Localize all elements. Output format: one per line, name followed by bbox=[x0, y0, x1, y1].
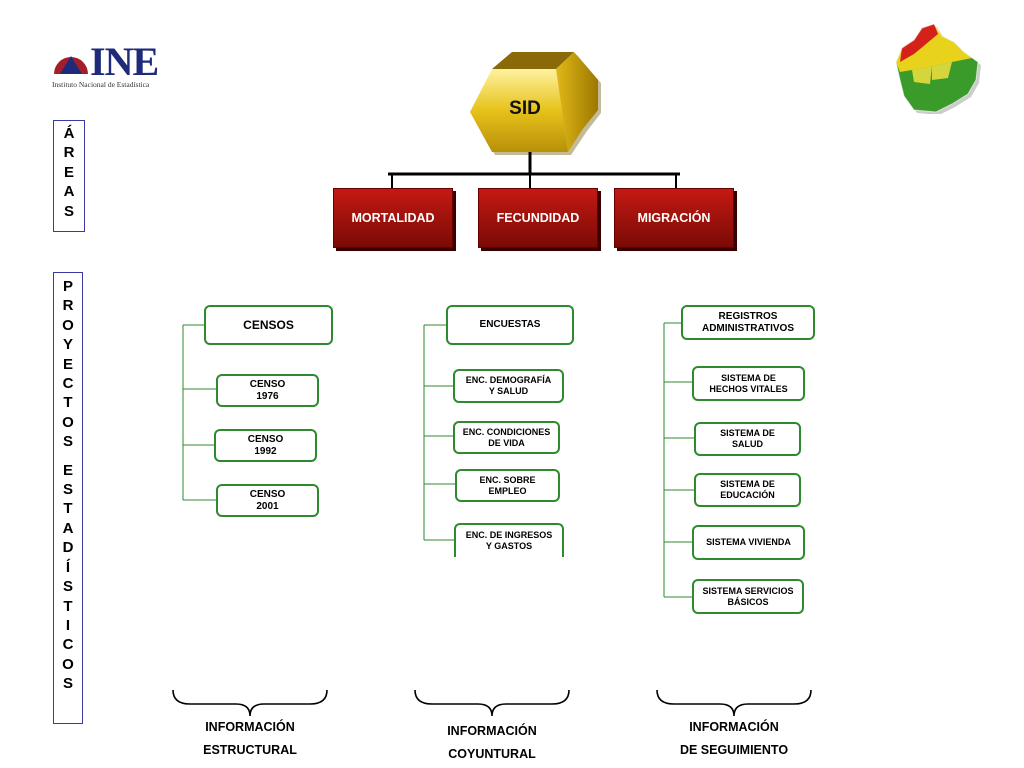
node-label-line2: EMPLEO bbox=[488, 485, 527, 496]
node-label-line1: ENC. DEMOGRAFÍA bbox=[465, 375, 552, 385]
node-label-line1: CENSO bbox=[249, 488, 286, 500]
sistema-servicios-node[interactable]: SISTEMA SERVICIOS BÁSICOS bbox=[692, 579, 804, 614]
proyectos-letter: Y bbox=[62, 336, 73, 354]
proyectos-letter: S bbox=[62, 578, 73, 596]
sid-node-shape bbox=[470, 52, 601, 155]
footer-coyuntural: INFORMACIÓN COYUNTURAL bbox=[392, 720, 592, 766]
censos-header-label: CENSOS bbox=[243, 318, 294, 332]
node-label-line2: EDUCACIÓN bbox=[720, 490, 775, 500]
area-mortalidad[interactable]: MORTALIDAD bbox=[333, 188, 453, 248]
proyectos-letter: O bbox=[62, 413, 74, 431]
sistema-hechos-vitales-node[interactable]: SISTEMA DE HECHOS VITALES bbox=[692, 366, 805, 401]
proyectos-letter: P bbox=[62, 278, 73, 295]
censo-2001-node[interactable]: CENSO 2001 bbox=[216, 484, 319, 517]
node-label-line1: SISTEMA SERVICIOS bbox=[702, 585, 794, 596]
footer-seguimiento: INFORMACIÓN DE SEGUIMIENTO bbox=[634, 716, 834, 762]
proyectos-letter: E bbox=[62, 461, 73, 479]
node-label-line1: SISTEMA DE bbox=[720, 428, 775, 438]
proyectos-letter: R bbox=[62, 297, 74, 315]
proyectos-letter: T bbox=[63, 394, 73, 412]
braces bbox=[172, 689, 812, 717]
proyectos-letter: Í bbox=[65, 558, 71, 576]
proyectos-letter: E bbox=[62, 355, 73, 373]
encuestas-header[interactable]: ENCUESTAS bbox=[446, 305, 574, 345]
node-label-line1: ENC. CONDICIONES bbox=[462, 426, 551, 437]
censo-1976-node[interactable]: CENSO 1976 bbox=[216, 374, 319, 407]
areas-letter: R bbox=[63, 144, 75, 162]
proyectos-letter: O bbox=[62, 316, 74, 334]
sistema-vivienda-node[interactable]: SISTEMA VIVIENDA bbox=[692, 525, 805, 560]
footer-line1: INFORMACIÓN bbox=[447, 724, 537, 738]
footer-line2: DE SEGUIMIENTO bbox=[679, 743, 789, 757]
node-label-line2: Y GASTOS bbox=[485, 541, 533, 551]
footer-line2: ESTRUCTURAL bbox=[203, 743, 297, 757]
proyectos-letter: C bbox=[62, 375, 74, 393]
proyectos-letter: T bbox=[63, 500, 73, 518]
node-label-line1: SISTEMA DE bbox=[720, 479, 775, 489]
enc-condiciones-node[interactable]: ENC. CONDICIONES DE VIDA bbox=[453, 421, 560, 454]
sistema-salud-node[interactable]: SISTEMA DE SALUD bbox=[694, 422, 801, 456]
bolivia-map-icon bbox=[895, 23, 981, 114]
proyectos-letter: A bbox=[62, 519, 74, 537]
node-label-line1: SISTEMA DE bbox=[721, 372, 776, 383]
sid-root-label: SID bbox=[509, 98, 541, 119]
ine-logo: INE Instituto Nacional de Estadística bbox=[52, 39, 162, 96]
node-label-line1: ENC. SOBRE bbox=[479, 474, 536, 485]
proyectos-letter: S bbox=[62, 675, 73, 693]
node-label-line1: ENC. DE INGRESOS bbox=[465, 530, 553, 540]
proyectos-letter: C bbox=[62, 636, 74, 654]
censo-1992-node[interactable]: CENSO 1992 bbox=[214, 429, 317, 462]
proyectos-letter: O bbox=[62, 655, 74, 673]
node-label-line2: BÁSICOS bbox=[727, 596, 769, 607]
areas-letter: A bbox=[63, 183, 75, 201]
logo-subtitle: Instituto Nacional de Estadística bbox=[52, 80, 150, 89]
node-label-line2: DE VIDA bbox=[488, 437, 525, 448]
header-label-line2: ADMINISTRATIVOS bbox=[701, 322, 795, 334]
proyectos-letter: I bbox=[65, 616, 71, 634]
logo-text: INE bbox=[90, 39, 159, 84]
areas-letter: E bbox=[63, 163, 74, 181]
node-label-line2: SALUD bbox=[732, 439, 763, 449]
proyectos-letter: S bbox=[62, 481, 73, 499]
footer-line2: COYUNTURAL bbox=[448, 747, 536, 761]
footer-line1: INFORMACIÓN bbox=[689, 720, 779, 734]
enc-ingresos-node[interactable]: ENC. DE INGRESOS Y GASTOS bbox=[454, 523, 564, 557]
proyectos-letter: T bbox=[63, 597, 73, 615]
enc-demografia-node[interactable]: ENC. DEMOGRAFÍA Y SALUD bbox=[453, 369, 564, 403]
proyectos-letter: D bbox=[62, 539, 74, 557]
node-label-line2: 1976 bbox=[256, 390, 279, 402]
node-label-line2: HECHOS VITALES bbox=[709, 383, 788, 394]
footer-line1: INFORMACIÓN bbox=[205, 720, 295, 734]
header-label-line1: REGISTROS bbox=[718, 310, 778, 322]
encuestas-header-label: ENCUESTAS bbox=[479, 319, 541, 330]
ine-emblem-icon bbox=[54, 56, 88, 74]
proyectos-letter: S bbox=[62, 433, 73, 451]
areas-letter: S bbox=[63, 202, 74, 220]
area-migracion[interactable]: MIGRACIÓN bbox=[614, 188, 734, 248]
enc-empleo-node[interactable]: ENC. SOBRE EMPLEO bbox=[455, 469, 560, 502]
node-label-line1: CENSO bbox=[247, 433, 284, 445]
node-label-line2: 1992 bbox=[254, 445, 277, 457]
area-fecundidad[interactable]: FECUNDIDAD bbox=[478, 188, 598, 248]
areas-letter: Á bbox=[63, 125, 75, 142]
node-label: SISTEMA VIVIENDA bbox=[706, 537, 791, 547]
node-label-line1: CENSO bbox=[249, 378, 286, 390]
censos-header[interactable]: CENSOS bbox=[204, 305, 333, 345]
sistema-educacion-node[interactable]: SISTEMA DE EDUCACIÓN bbox=[694, 473, 801, 507]
node-label-line2: Y SALUD bbox=[488, 386, 529, 396]
footer-estructural: INFORMACIÓN ESTRUCTURAL bbox=[150, 716, 350, 762]
node-label-line2: 2001 bbox=[256, 500, 279, 512]
registros-header[interactable]: REGISTROS ADMINISTRATIVOS bbox=[681, 305, 815, 340]
